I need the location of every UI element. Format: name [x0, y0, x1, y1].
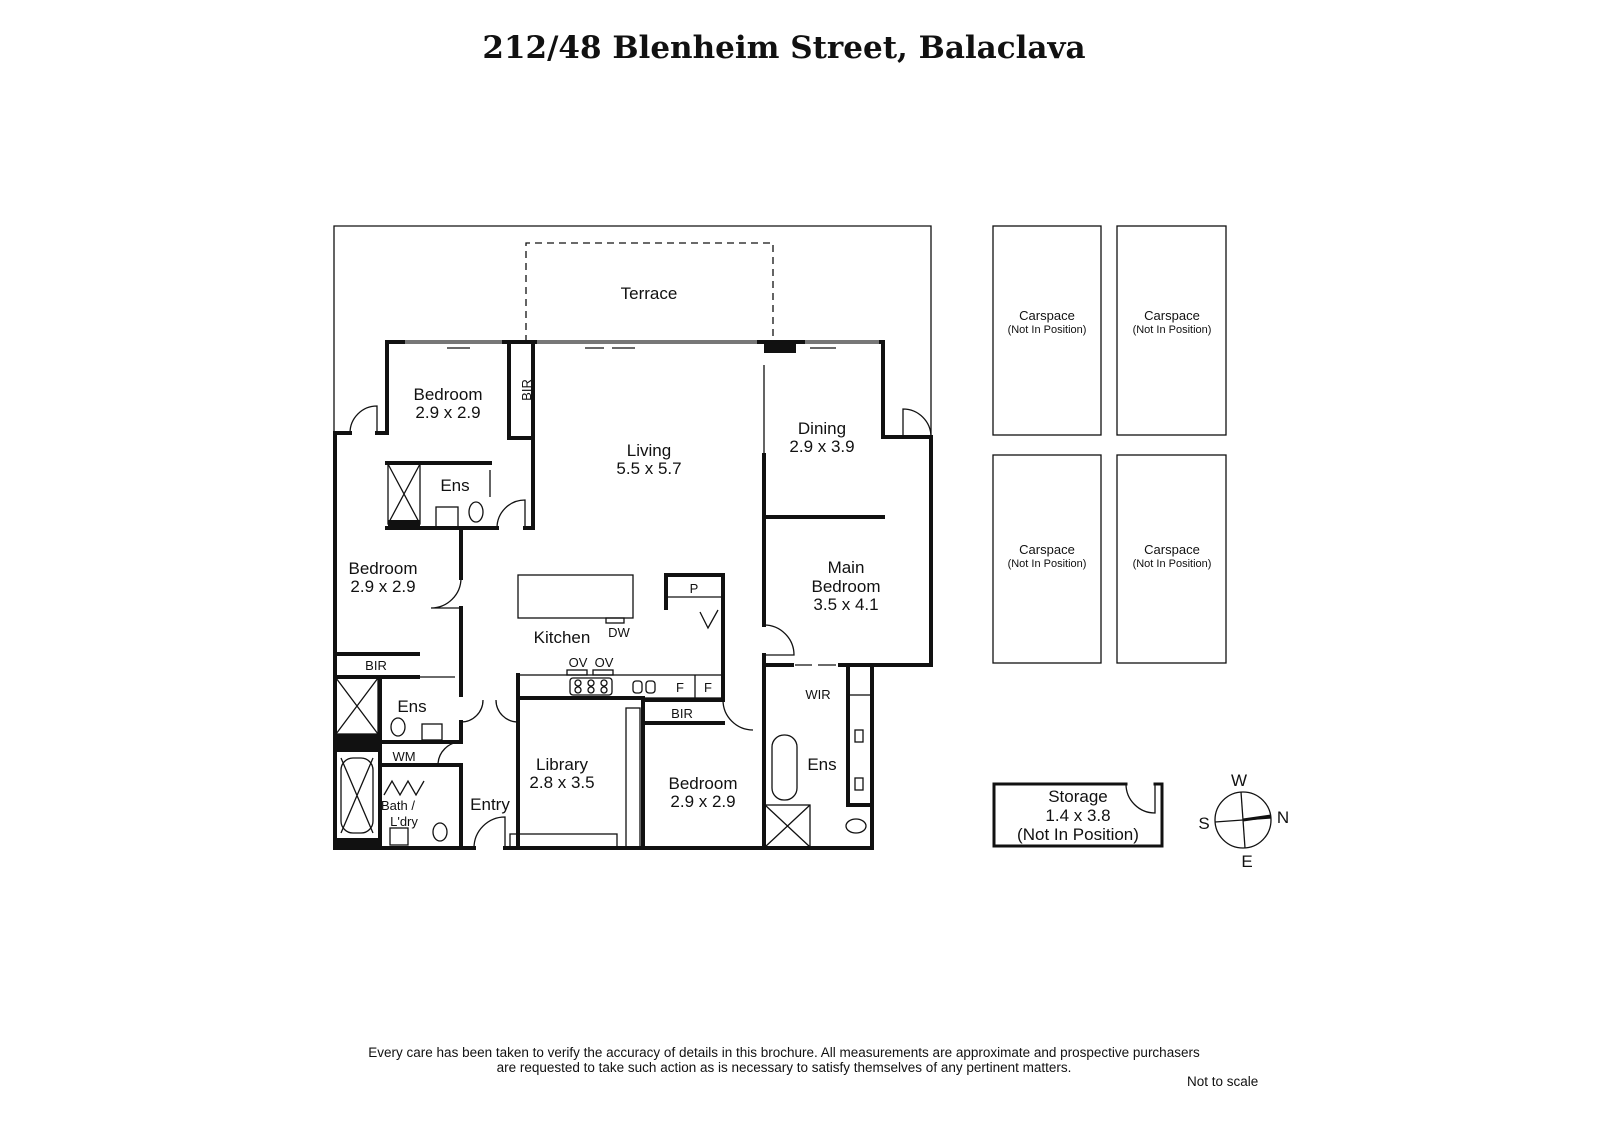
room-label-main-bedroom: Main: [828, 558, 865, 577]
carspace-label: Carspace: [1019, 308, 1075, 323]
room-label-dining: Dining: [798, 419, 846, 438]
page-title: 212/48 Blenheim Street, Balaclava: [482, 30, 1086, 66]
carspace-label: Carspace: [1144, 542, 1200, 557]
room-label-ensuite: Ens: [397, 697, 426, 716]
room-label-wir: WIR: [805, 687, 830, 702]
room-size: 5.5 x 5.7: [616, 459, 681, 478]
compass-south: S: [1198, 814, 1209, 833]
oven-label: OV: [569, 655, 588, 670]
oven-label: OV: [595, 655, 614, 670]
pantry-label: P: [690, 581, 699, 596]
not-to-scale-note: Not to scale: [1187, 1074, 1259, 1089]
room-label-library: Library: [536, 755, 588, 774]
room-label-living: Living: [627, 441, 671, 460]
room-label-bedroom: Bedroom: [349, 559, 418, 578]
carspace-note: (Not In Position): [1008, 558, 1087, 570]
terrace-outline: [525, 242, 774, 342]
room-size: 2.9 x 3.9: [789, 437, 854, 456]
room-label-bir: BIR: [519, 379, 534, 401]
fridge-label: F: [704, 680, 712, 695]
room-label-kitchen: Kitchen: [534, 628, 591, 647]
room-label-bir: BIR: [365, 658, 387, 673]
carspace: Carspace (Not In Position): [992, 225, 1102, 436]
room-size: 2.9 x 2.9: [415, 403, 480, 422]
room-size: 2.9 x 2.9: [670, 792, 735, 811]
carspace-label: Carspace: [1144, 308, 1200, 323]
disclaimer: Every care has been taken to verify the …: [0, 1045, 1568, 1075]
carspace: Carspace (Not In Position): [1116, 225, 1227, 436]
carspace-note: (Not In Position): [1008, 324, 1087, 336]
carspace-label: Carspace: [1019, 542, 1075, 557]
room-label-bath-laundry: L'dry: [390, 814, 418, 829]
compass-north: N: [1277, 808, 1289, 827]
compass-east: E: [1241, 852, 1252, 871]
room-size: 2.9 x 2.9: [350, 577, 415, 596]
storage-label: Storage: [1048, 787, 1108, 806]
room-label-bedroom: Bedroom: [669, 774, 738, 793]
room-label-bir: BIR: [671, 706, 693, 721]
room-label-main-bedroom: Bedroom: [812, 577, 881, 596]
carspace-note: (Not In Position): [1133, 558, 1212, 570]
storage-note: (Not In Position): [1017, 825, 1139, 844]
disclaimer-line: Every care has been taken to verify the …: [368, 1045, 1200, 1060]
exterior-walls: [333, 340, 933, 850]
room-label-ensuite: Ens: [440, 476, 469, 495]
room-size: 2.8 x 3.5: [529, 773, 594, 792]
carspace-note: (Not In Position): [1133, 324, 1212, 336]
carspace: Carspace (Not In Position): [992, 454, 1102, 664]
compass-west: W: [1231, 771, 1247, 790]
fixtures: [335, 347, 932, 849]
room-label-entry: Entry: [470, 795, 510, 814]
room-size: 3.5 x 4.1: [813, 595, 878, 614]
compass-icon: W N S E: [1198, 771, 1289, 871]
storage-size: 1.4 x 3.8: [1045, 806, 1110, 825]
fridge-label: F: [676, 680, 684, 695]
carspace: Carspace (Not In Position): [1116, 454, 1227, 664]
room-label-terrace: Terrace: [621, 284, 678, 303]
disclaimer-line: are requested to take such action as is …: [496, 1060, 1072, 1075]
room-label-bath-laundry: Bath /: [381, 798, 415, 813]
storage: Storage 1.4 x 3.8 (Not In Position): [992, 782, 1164, 848]
room-label-ensuite: Ens: [807, 755, 836, 774]
room-label-bedroom: Bedroom: [414, 385, 483, 404]
site-boundary: [333, 225, 932, 437]
dishwasher-label: DW: [608, 625, 630, 640]
washing-machine-label: WM: [392, 749, 415, 764]
